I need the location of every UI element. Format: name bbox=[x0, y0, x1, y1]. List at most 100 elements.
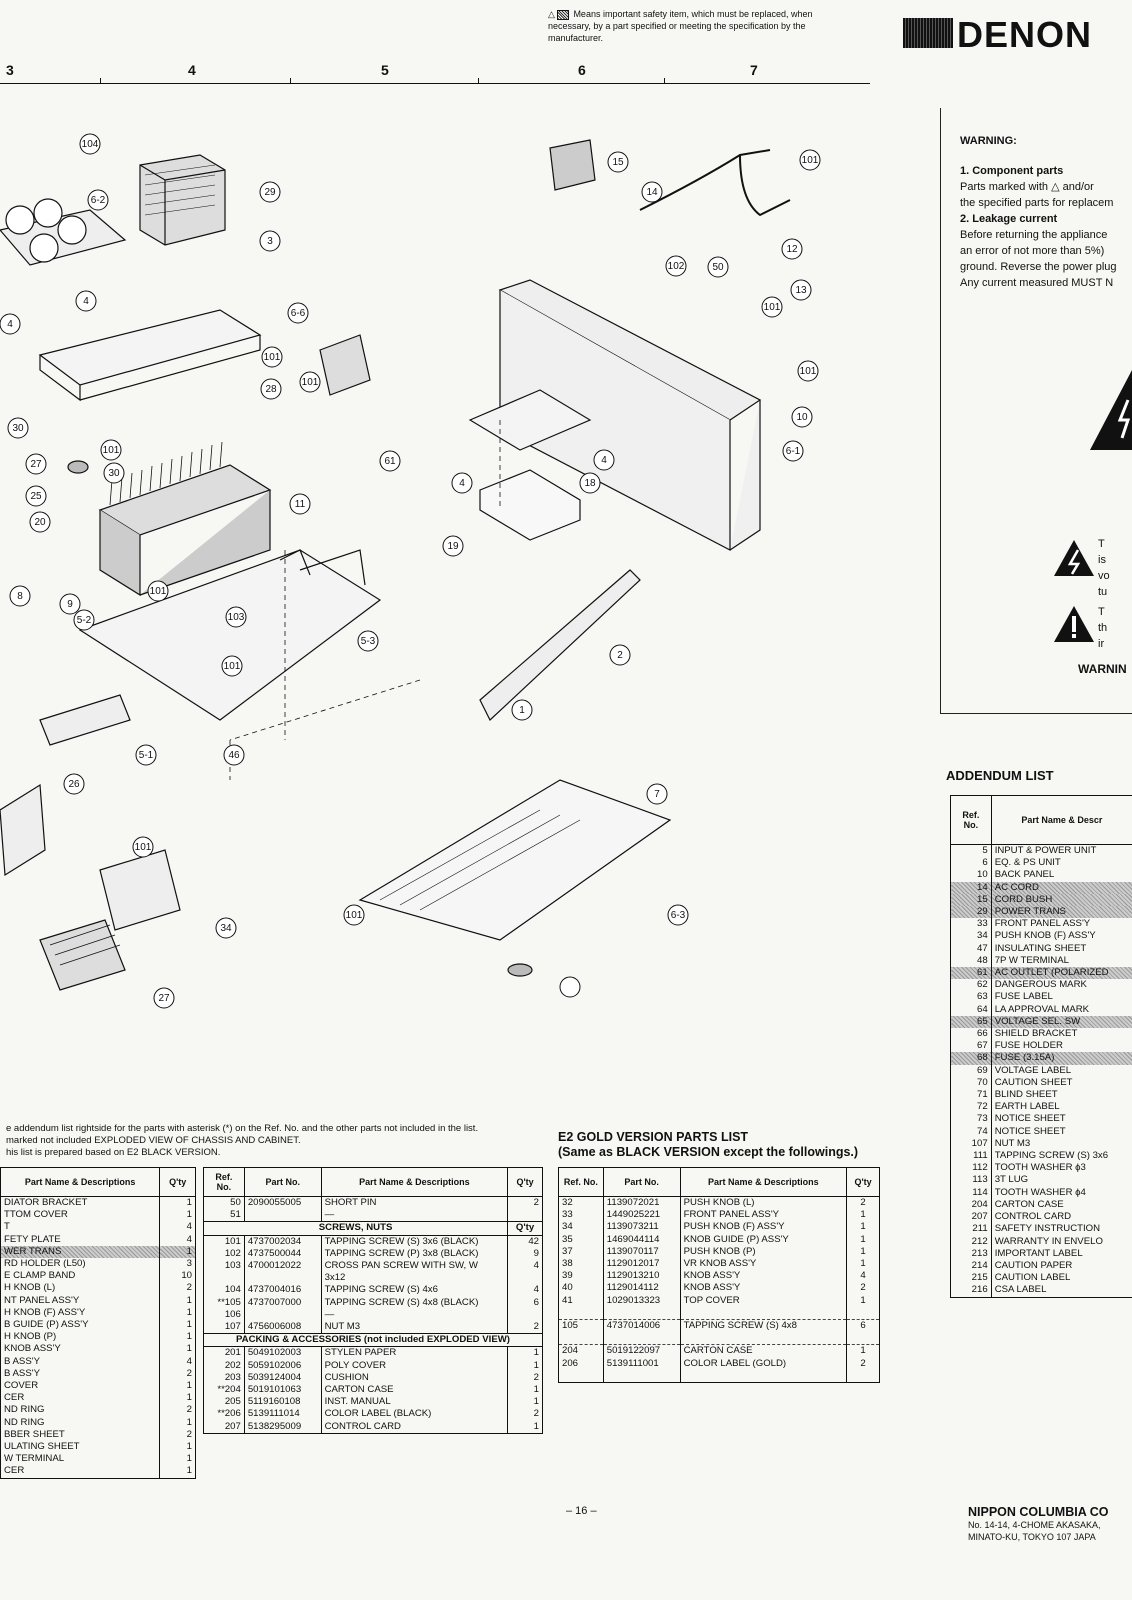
section-header-row: PACKING & ACCESSORIES (not included EXPL… bbox=[203, 1333, 543, 1348]
table-cell: 73 bbox=[950, 1113, 992, 1126]
column-header: Ref. No. bbox=[203, 1167, 245, 1197]
table-cell: BLIND SHEET bbox=[990, 1089, 1132, 1102]
table-row: RD HOLDER (L50)3 bbox=[0, 1258, 196, 1271]
table-cell: **204 bbox=[203, 1384, 245, 1397]
table-cell: 111 bbox=[950, 1150, 992, 1163]
table-cell: TOP COVER bbox=[679, 1294, 848, 1307]
callout: 4 bbox=[83, 296, 89, 307]
table-cell: 1139070117 bbox=[602, 1245, 681, 1259]
table-cell: B ASS'Y bbox=[0, 1367, 161, 1381]
table-cell: 4 bbox=[159, 1233, 196, 1246]
callout: 2 bbox=[617, 650, 623, 661]
table-cell: 2090055005 bbox=[243, 1196, 322, 1210]
table-cell: CARTON CASE bbox=[990, 1198, 1132, 1212]
callout: 6-3 bbox=[671, 910, 686, 921]
callout: 6-1 bbox=[786, 446, 801, 457]
e2-gold-parts-table: Ref. No. Part No. Part Name & Descriptio… bbox=[558, 1167, 880, 1384]
column-header: Part No. bbox=[243, 1167, 322, 1197]
column-header: Ref. No. bbox=[558, 1167, 604, 1197]
table-cell: 4737500044 bbox=[243, 1247, 322, 1261]
table-cell: TAPPING SCREW (S) 4x8 (BLACK) bbox=[320, 1296, 509, 1309]
table-cell bbox=[243, 1272, 322, 1285]
callout: 104 bbox=[82, 139, 99, 150]
table-cell: CAUTION SHEET bbox=[990, 1076, 1132, 1090]
column-header: Part Name & Descriptions bbox=[0, 1167, 161, 1197]
callout: 101 bbox=[764, 302, 781, 313]
table-cell: 114 bbox=[950, 1186, 992, 1199]
table-cell: 4 bbox=[846, 1270, 880, 1283]
table-cell: B ASS'Y bbox=[0, 1355, 161, 1368]
table-cell: FRONT PANEL ASS'Y bbox=[679, 1209, 848, 1222]
note-line: e addendum list rightside for the parts … bbox=[6, 1123, 479, 1134]
callout: 101 bbox=[302, 377, 319, 388]
table-cell: TAPPING SCREW (S) 4x8 bbox=[679, 1319, 848, 1333]
table-cell: 1139073211 bbox=[602, 1221, 681, 1234]
table-cell: RD HOLDER (L50) bbox=[0, 1258, 161, 1271]
company-name: NIPPON COLUMBIA CO bbox=[968, 1505, 1109, 1519]
callout: 34 bbox=[220, 923, 232, 934]
table-cell: 1 bbox=[159, 1465, 196, 1479]
table-cell: 5019122097 bbox=[602, 1344, 681, 1358]
table-cell: IMPORTANT LABEL bbox=[990, 1247, 1132, 1260]
table-cell: COLOR LABEL (GOLD) bbox=[679, 1357, 848, 1370]
table-cell: 10 bbox=[159, 1270, 196, 1283]
table-cell: STYLEN PAPER bbox=[320, 1346, 509, 1360]
ruler-tick bbox=[290, 78, 291, 84]
table-cell: SHIELD BRACKET bbox=[990, 1028, 1132, 1041]
table-cell: CER bbox=[0, 1392, 161, 1405]
table-row: 106 — bbox=[203, 1308, 543, 1322]
table-cell: 65 bbox=[950, 1015, 992, 1029]
ruler-line bbox=[0, 83, 870, 84]
table-cell: — bbox=[320, 1308, 509, 1322]
table-cell: 3 bbox=[159, 1258, 196, 1271]
table-cell: FRONT PANEL ASS'Y bbox=[990, 918, 1132, 931]
parts-table-screws-packing: Ref. No. Part No. Part Name & Descriptio… bbox=[202, 1167, 543, 1434]
table-cell: 64 bbox=[950, 1003, 992, 1016]
table-cell: 1 bbox=[159, 1331, 196, 1344]
table-cell: 40 bbox=[558, 1282, 604, 1295]
table-cell: TTOM COVER bbox=[0, 1209, 161, 1222]
table-cell: 66 bbox=[950, 1028, 992, 1041]
callout: 11 bbox=[295, 499, 306, 510]
table-cell: B GUIDE (P) ASS'Y bbox=[0, 1319, 161, 1332]
table-cell: E CLAMP BAND bbox=[0, 1270, 161, 1283]
callout: 14 bbox=[646, 187, 658, 198]
callout: 9 bbox=[67, 599, 73, 610]
table-cell: 4756006008 bbox=[243, 1321, 322, 1334]
table-cell: 1139072021 bbox=[602, 1196, 681, 1210]
table-cell: DANGEROUS MARK bbox=[990, 979, 1132, 992]
column-header: Q'ty bbox=[846, 1167, 880, 1197]
table-cell: 9 bbox=[507, 1247, 543, 1261]
table-cell: FUSE HOLDER bbox=[990, 1040, 1132, 1053]
callout: 103 bbox=[228, 612, 245, 623]
table-cell: 204 bbox=[950, 1198, 992, 1212]
table-cell: 1 bbox=[507, 1420, 543, 1434]
table-cell: 106 bbox=[203, 1308, 245, 1322]
table-cell: 7P W TERMINAL bbox=[990, 954, 1132, 968]
table-cell: 1 bbox=[846, 1258, 880, 1271]
table-cell: 102 bbox=[203, 1247, 245, 1261]
table-cell: 5049102003 bbox=[243, 1346, 322, 1360]
table-cell: 212 bbox=[950, 1235, 992, 1248]
table-cell: 2 bbox=[159, 1404, 196, 1417]
table-cell: INST. MANUAL bbox=[320, 1396, 509, 1409]
